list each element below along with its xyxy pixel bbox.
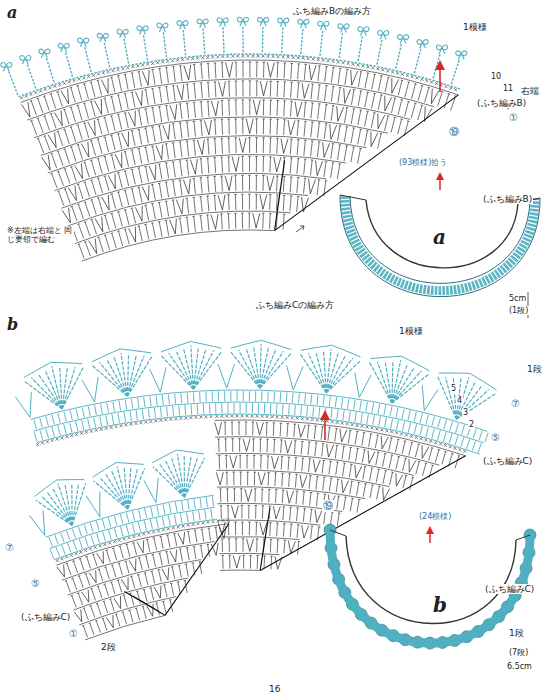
fan-stitches bbox=[36, 454, 205, 526]
chart-letter: b bbox=[6, 316, 19, 334]
chart-label: (ふち編みC) bbox=[482, 456, 533, 466]
edging-ticks bbox=[345, 195, 535, 291]
chart-label: 右端 bbox=[520, 86, 540, 96]
picot-bows bbox=[1, 17, 467, 71]
outer-edge bbox=[340, 195, 540, 297]
edging-rows bbox=[31, 390, 489, 454]
chart-label: 1段 bbox=[526, 364, 543, 374]
chart-label: 16 bbox=[268, 684, 281, 694]
direction-arrow bbox=[296, 226, 304, 232]
chart-label: (ふち編みC) bbox=[484, 584, 535, 594]
inner-edge bbox=[366, 200, 518, 268]
chart-label: 5 bbox=[450, 384, 457, 393]
arrow-head bbox=[436, 172, 444, 180]
chart-label: 6.5cm bbox=[506, 662, 533, 671]
shaped-edge bbox=[260, 456, 465, 571]
increase-symbols bbox=[57, 526, 226, 628]
row-number: (24模様) bbox=[418, 512, 452, 521]
chart-label: ※左端は右端と 同じ要領で編む bbox=[6, 226, 74, 244]
scallop-edge bbox=[324, 524, 536, 649]
single-crochet-row bbox=[36, 415, 213, 446]
row-number: ⑦ bbox=[510, 398, 521, 410]
chart-label: (ふち編みC) bbox=[20, 612, 71, 622]
chart-label: (7段) bbox=[508, 648, 529, 657]
chart-b-strokes bbox=[15, 340, 496, 570]
chart-label: 1模様 bbox=[462, 22, 488, 32]
scallop-edge bbox=[30, 450, 205, 535]
chart-label: ふち編みBの編み方 bbox=[292, 6, 372, 16]
shaped-edge bbox=[125, 524, 229, 616]
single-crochet-row bbox=[215, 414, 466, 452]
fan-stitches bbox=[25, 344, 496, 419]
chart-label: (ふち編みB) bbox=[476, 98, 527, 108]
edging-band bbox=[345, 195, 535, 291]
chart-label: 10 bbox=[490, 72, 502, 81]
row-number: ⑲ bbox=[448, 126, 460, 138]
chart-letter: b bbox=[432, 594, 448, 617]
chart-a-strokes bbox=[1, 17, 467, 261]
increase-symbols bbox=[215, 422, 429, 569]
chart-letter: a bbox=[6, 4, 18, 22]
row-number: ① bbox=[508, 112, 519, 124]
chart-label: 2段 bbox=[100, 642, 117, 652]
inset-a bbox=[340, 172, 540, 318]
row-number: ⑤ bbox=[30, 578, 41, 590]
chart-label: 2 bbox=[468, 420, 475, 429]
chart-label: (1段) bbox=[508, 306, 529, 315]
shaped-edge bbox=[275, 95, 459, 231]
chart-label: (ふち編みB) bbox=[482, 194, 533, 204]
chart-letter: a bbox=[432, 226, 447, 249]
chart-label: 1段 bbox=[508, 628, 525, 638]
scallop-edge bbox=[15, 340, 496, 417]
arrow-head bbox=[320, 410, 330, 420]
row-number: ⑦ bbox=[4, 542, 15, 554]
chart-label: 11 bbox=[502, 84, 514, 93]
row-number: (93模様)拾う bbox=[398, 158, 448, 167]
stitch-rows bbox=[215, 420, 466, 570]
single-crochet-row bbox=[20, 54, 457, 99]
stitch-rows bbox=[56, 524, 229, 640]
arrow-head bbox=[426, 526, 434, 534]
chart-label: 3 bbox=[462, 408, 469, 417]
increase-symbols bbox=[21, 62, 439, 253]
edging-rows bbox=[46, 495, 217, 559]
chart-label: 1模様 bbox=[398, 326, 424, 336]
chart-label: 5cm bbox=[508, 294, 527, 303]
inset-b bbox=[324, 524, 536, 649]
row-number: ⑤ bbox=[490, 432, 501, 444]
chart-label: 4 bbox=[456, 396, 463, 405]
stitch-rows bbox=[21, 60, 459, 261]
row-number: ① bbox=[68, 628, 79, 640]
chain-fringe bbox=[9, 26, 461, 97]
arrow-head bbox=[435, 60, 445, 70]
row-number: ⑲ bbox=[322, 500, 334, 512]
chart-label: ふち編みCの編み方 bbox=[255, 300, 335, 310]
inner-band-edge bbox=[350, 196, 530, 283]
inner-edge bbox=[346, 536, 516, 624]
